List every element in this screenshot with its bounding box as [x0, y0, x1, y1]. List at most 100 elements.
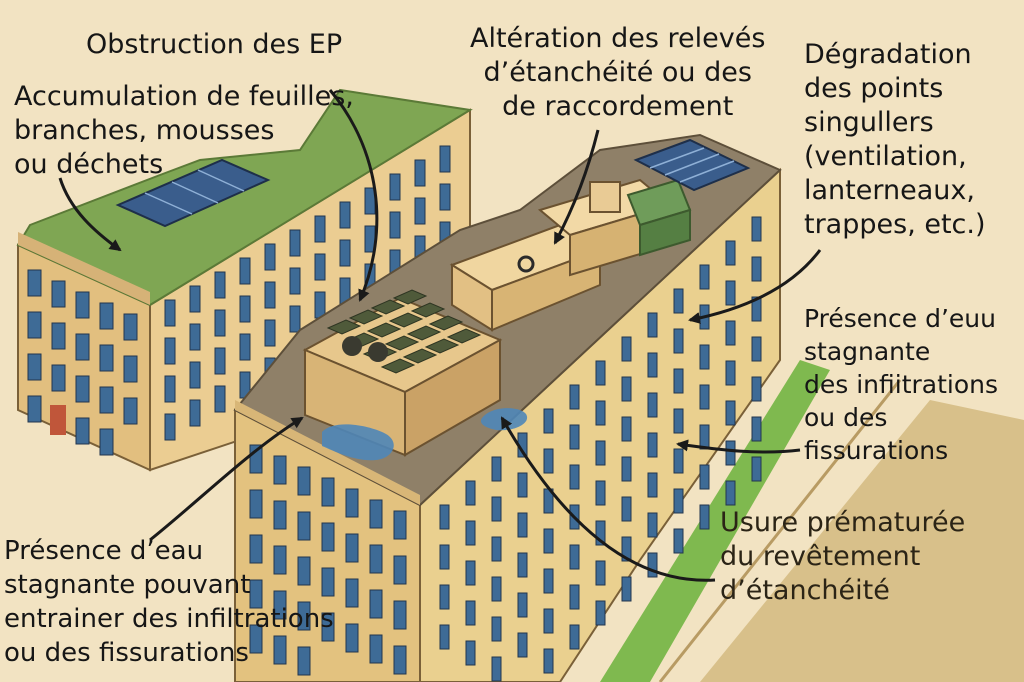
planter-cell: [370, 299, 406, 315]
left-door: [50, 405, 66, 435]
window: [75, 333, 90, 361]
window: [214, 347, 226, 375]
label-presence-eau-left: Présence d’eau stagnante pouvant entrain…: [4, 536, 334, 668]
window: [543, 448, 554, 474]
window: [393, 510, 407, 540]
planter-cell: [402, 348, 438, 364]
window: [164, 337, 176, 365]
window: [189, 323, 201, 351]
window: [621, 496, 632, 522]
water-puddle-icon: [322, 424, 394, 461]
window: [389, 211, 401, 239]
window: [621, 376, 632, 402]
window: [673, 368, 684, 394]
arrow-icon: [553, 129, 600, 245]
window: [569, 464, 580, 490]
window: [414, 159, 426, 187]
window: [543, 528, 554, 554]
window: [751, 416, 762, 442]
window: [339, 201, 351, 229]
window: [465, 480, 476, 506]
window: [297, 646, 311, 676]
window: [751, 216, 762, 242]
right-roof-rim: [235, 400, 420, 505]
street: [700, 400, 1024, 682]
window: [345, 488, 359, 518]
planter-cell: [406, 325, 442, 341]
label-presence-eau-right: Présence d’euu stagnante des infiitratio…: [804, 304, 999, 465]
arrow-icon: [676, 439, 801, 454]
window: [314, 215, 326, 243]
window: [27, 395, 42, 423]
vent-unit-icon: [342, 336, 362, 356]
window: [321, 522, 335, 552]
window: [214, 309, 226, 337]
planter-cell: [410, 302, 446, 318]
right-solar-panel-array: [633, 138, 751, 192]
window: [369, 589, 383, 619]
label-degradation-points-singuliers: Dégradation des points singullers (venti…: [804, 39, 986, 240]
window: [214, 271, 226, 299]
window: [569, 624, 580, 650]
left-solar-panel-array: [115, 158, 271, 228]
window: [164, 413, 176, 441]
window: [465, 520, 476, 546]
roof-wooden-boxes: [449, 178, 692, 332]
window: [751, 456, 762, 482]
window: [439, 624, 450, 650]
window: [439, 584, 450, 610]
window: [517, 592, 528, 618]
window: [595, 560, 606, 586]
window: [595, 400, 606, 426]
planter-cell: [446, 328, 482, 344]
window: [699, 384, 710, 410]
window: [647, 312, 658, 338]
window: [725, 320, 736, 346]
window: [621, 336, 632, 362]
left-front-windows: [27, 269, 138, 456]
window: [673, 328, 684, 354]
window: [647, 392, 658, 418]
window: [27, 269, 42, 297]
window: [439, 145, 451, 173]
planter-cell: [384, 335, 420, 351]
window: [289, 229, 301, 257]
window: [239, 295, 251, 323]
window: [414, 197, 426, 225]
window: [517, 632, 528, 658]
window: [595, 360, 606, 386]
window: [725, 280, 736, 306]
planter-cell: [428, 315, 464, 331]
window: [314, 253, 326, 281]
window: [491, 536, 502, 562]
window: [99, 386, 114, 414]
label-obstruction-ep: Obstruction des EP: [86, 29, 343, 60]
window: [699, 344, 710, 370]
window: [673, 448, 684, 474]
window: [673, 288, 684, 314]
window: [273, 545, 287, 575]
label-alteration-releves: Altération des relevés d’étanchéité ou d…: [470, 23, 766, 122]
window: [273, 590, 287, 620]
window: [239, 257, 251, 285]
window: [75, 417, 90, 445]
window: [621, 536, 632, 562]
window: [595, 480, 606, 506]
window: [699, 464, 710, 490]
window: [465, 560, 476, 586]
window: [543, 648, 554, 674]
window: [491, 576, 502, 602]
window: [647, 512, 658, 538]
window: [345, 578, 359, 608]
window: [189, 361, 201, 389]
window: [569, 584, 580, 610]
window: [465, 640, 476, 666]
window: [595, 600, 606, 626]
window: [595, 440, 606, 466]
window: [99, 428, 114, 456]
right-front-windows: [249, 444, 407, 676]
window: [517, 512, 528, 538]
arrow-icon: [500, 416, 716, 582]
window: [569, 384, 580, 410]
